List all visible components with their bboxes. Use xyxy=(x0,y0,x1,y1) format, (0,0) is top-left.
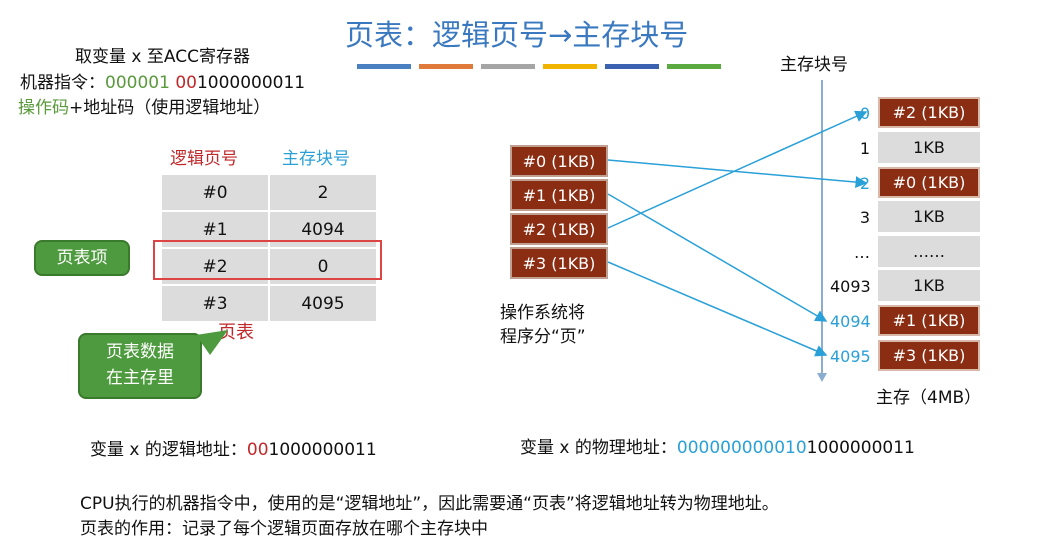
map-arrow xyxy=(607,261,828,357)
page-block: #0 (1KB) xyxy=(510,145,608,177)
logical-address: 变量 x 的逻辑地址：001000000011 xyxy=(90,435,377,460)
memory-block: …… xyxy=(878,236,980,267)
callout-tail xyxy=(196,330,228,355)
highlight-box xyxy=(153,240,382,280)
block-label: 4093 xyxy=(830,277,871,296)
map-arrow xyxy=(607,159,868,189)
map-arrow xyxy=(607,193,828,322)
logical-page-bits: 00 xyxy=(246,440,269,460)
block-label: 3 xyxy=(859,208,870,227)
page-block: #2 (1KB) xyxy=(510,213,608,245)
os-note: 程序分“页” xyxy=(500,327,586,347)
col-logical-page: 逻辑页号 xyxy=(170,149,238,169)
page-title: 页表：逻辑页号→主存块号 xyxy=(345,18,689,52)
memory-header: 主存块号 xyxy=(780,55,848,75)
os-note: 操作系统将 xyxy=(500,303,585,323)
addr-offset: 1000000011 xyxy=(196,73,306,93)
block-label: 0 xyxy=(859,104,870,123)
note: CPU执行的机器指令中，使用的是“逻辑地址”，因此需要通“页表”将逻辑地址转为物… xyxy=(80,494,779,514)
cell: #0 xyxy=(160,173,270,212)
addr-label: +地址码（使用逻辑地址） xyxy=(69,98,271,118)
instr-line: 机器指令：000001 001000000011 xyxy=(20,68,305,93)
page-block: #1 (1KB) xyxy=(510,179,608,211)
opcode: 000001 xyxy=(105,73,170,93)
cell: #3 xyxy=(160,284,270,323)
page-block: #3 (1KB) xyxy=(510,247,608,279)
memory-block: 1KB xyxy=(878,201,980,232)
color-bars xyxy=(357,64,721,69)
memory-block: #2 (1KB) xyxy=(878,97,980,128)
table-caption: 页表 xyxy=(218,322,254,343)
map-arrow xyxy=(607,110,868,229)
instr-label: 机器指令： xyxy=(20,73,105,93)
callout-line: 页表数据 xyxy=(106,342,174,362)
instr-format: 操作码+地址码（使用逻辑地址） xyxy=(18,93,270,118)
physical-block-bits: 000000000010 xyxy=(676,438,807,458)
callout-line: 在主存里 xyxy=(106,368,174,388)
logical-label: 变量 x 的逻辑地址： xyxy=(90,440,247,460)
memory-block: #3 (1KB) xyxy=(878,340,980,371)
physical-address: 变量 x 的物理地址：0000000000101000000011 xyxy=(520,433,915,458)
opcode-label: 操作码 xyxy=(18,98,69,118)
logical-offset-bits: 1000000011 xyxy=(268,440,377,460)
memory-block: 1KB xyxy=(878,132,980,163)
memory-caption: 主存（4MB） xyxy=(876,388,982,408)
block-label: 4094 xyxy=(830,312,871,331)
memory-block: #0 (1KB) xyxy=(878,167,980,198)
cell: 2 xyxy=(268,173,378,212)
cell: 4095 xyxy=(268,284,378,323)
physical-offset-bits: 1000000011 xyxy=(806,438,915,458)
memory-block: #1 (1KB) xyxy=(878,305,980,336)
block-label: 4095 xyxy=(830,347,871,366)
memory-block: 1KB xyxy=(878,270,980,301)
callout-data: 页表数据在主存里 xyxy=(78,333,202,399)
instr-desc: 取变量 x 至ACC寄存器 xyxy=(75,47,250,67)
block-label: 2 xyxy=(859,174,870,193)
block-label: 1 xyxy=(859,139,870,158)
callout-entry: 页表项 xyxy=(34,240,130,276)
axis-arrow-icon xyxy=(817,373,827,382)
addr-page: 00 xyxy=(175,73,197,93)
note: 页表的作用：记录了每个逻辑页面存放在哪个主存块中 xyxy=(80,519,488,539)
block-label: … xyxy=(854,243,870,262)
physical-label: 变量 x 的物理地址： xyxy=(520,438,677,458)
col-block: 主存块号 xyxy=(282,149,350,169)
